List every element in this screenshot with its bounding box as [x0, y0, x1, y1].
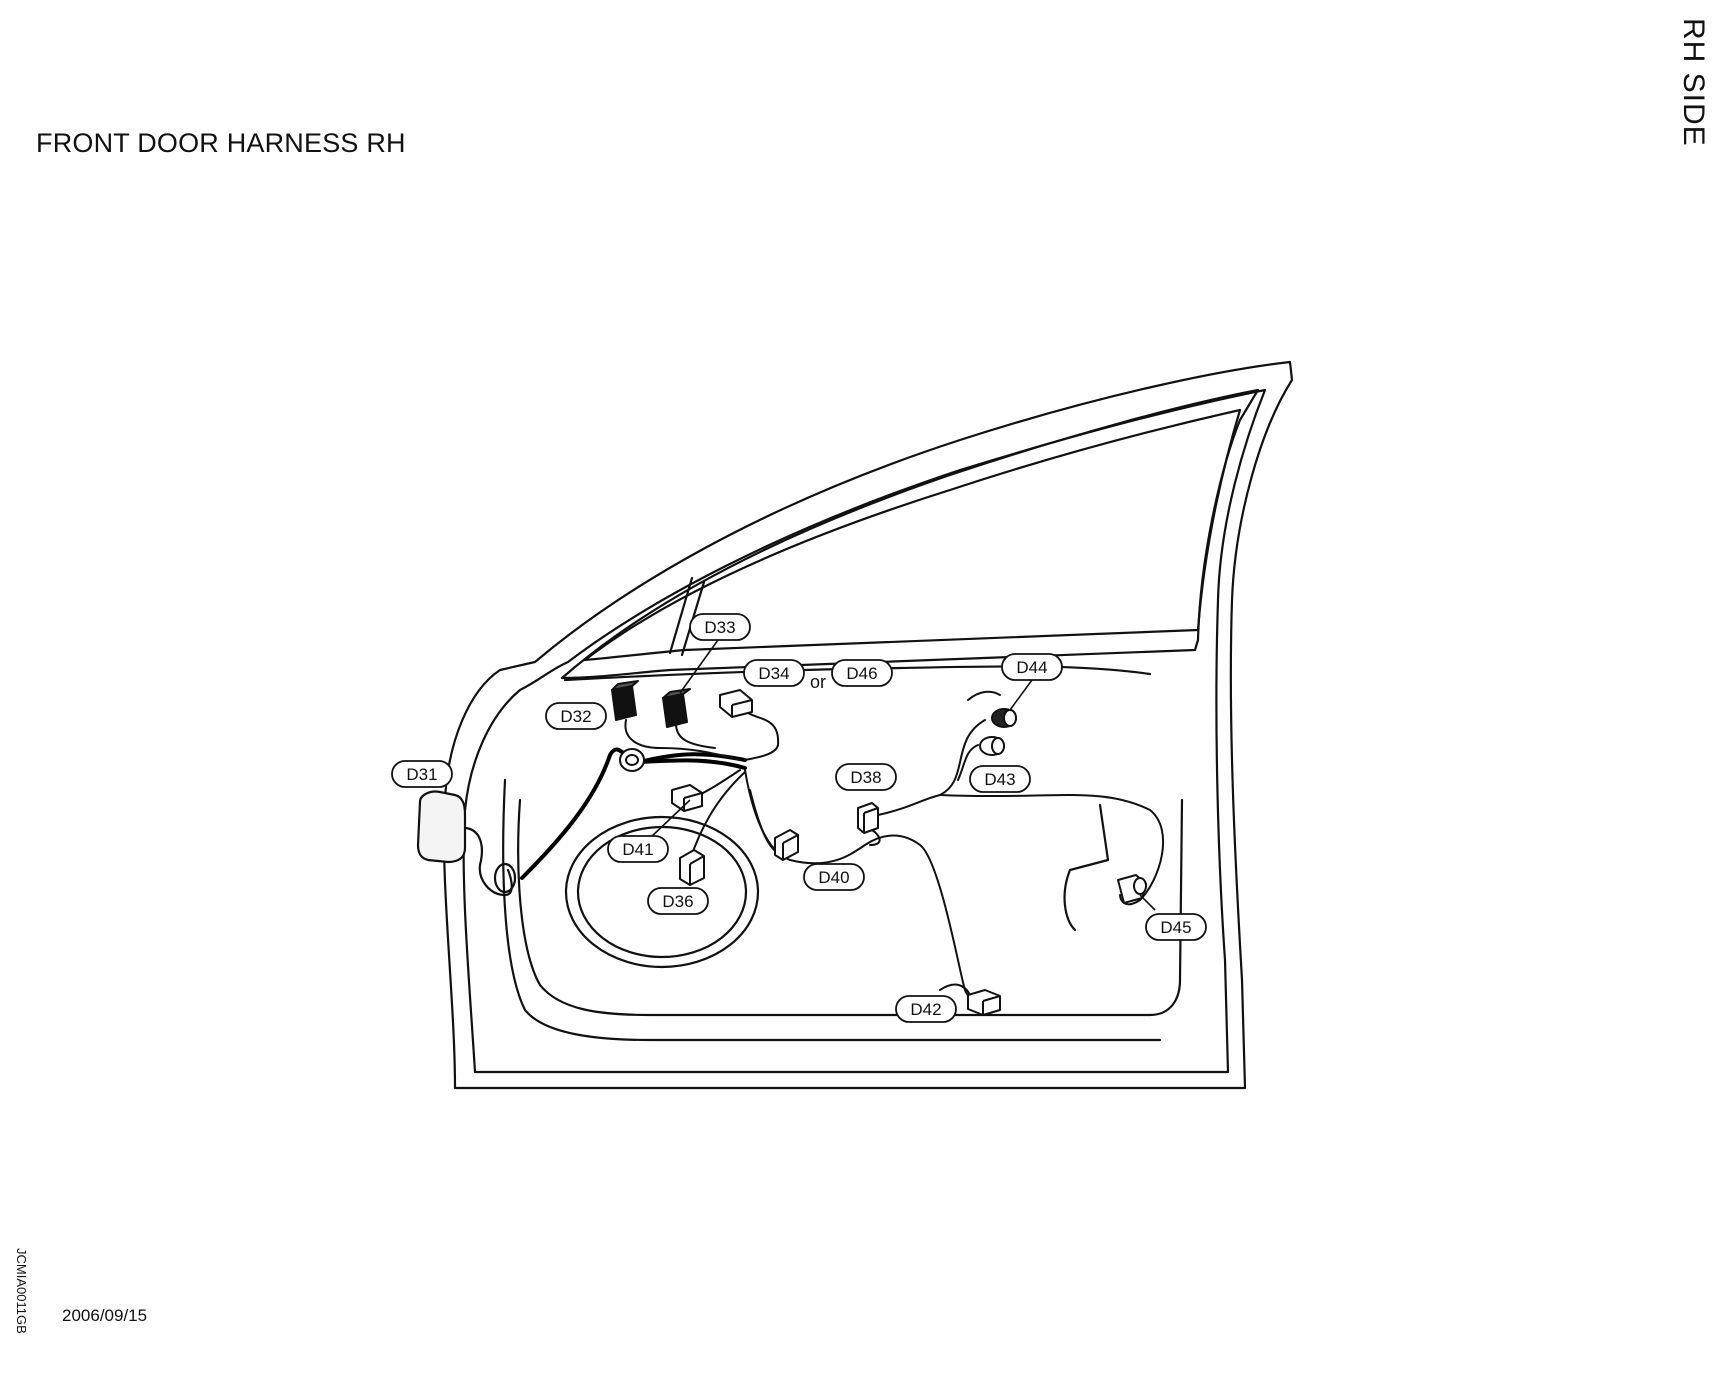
- callout-d31: D31: [406, 765, 437, 784]
- callout-d31-box: [391, 760, 453, 788]
- harness-main-trunk: [520, 747, 747, 880]
- callout-d41-box: [607, 835, 669, 863]
- drawing-code: JCMIA0011GB: [14, 1248, 29, 1334]
- wire-harness-right: [877, 719, 986, 816]
- d33-connector: [662, 693, 688, 728]
- window-frame-inner: [583, 408, 1242, 662]
- leader-d45: [1139, 894, 1156, 911]
- wire-to-d43: [957, 744, 979, 781]
- leader-d44: [1009, 679, 1033, 711]
- callout-d34: D34: [758, 664, 789, 683]
- or-label: or: [810, 672, 826, 692]
- d32-connector: [611, 685, 637, 721]
- callout-d36-box: [647, 887, 709, 915]
- page-title: FRONT DOOR HARNESS RH: [36, 128, 406, 158]
- callout-d38-box: [835, 763, 897, 791]
- callout-d40: D40: [818, 868, 849, 887]
- wire-to-d44: [967, 690, 1001, 701]
- wire-to-d34: [744, 712, 780, 761]
- leader-d33: [679, 639, 719, 694]
- callout-d32: D32: [560, 707, 591, 726]
- callout-d34-box: [743, 659, 805, 687]
- d31-connector-body: [416, 790, 467, 864]
- callout-d33-box: [689, 613, 751, 641]
- wire-to-d32: [624, 719, 741, 761]
- callout-d38: D38: [850, 768, 881, 787]
- wire-to-d42: [939, 983, 971, 996]
- callout-d45: D45: [1160, 918, 1191, 937]
- window-frame-outer: [560, 388, 1260, 680]
- d36-connector: [679, 849, 705, 886]
- side-label: RH SIDE: [1677, 18, 1710, 147]
- wire-to-d33: [674, 721, 716, 749]
- callout-d43: D43: [984, 770, 1015, 789]
- callout-d42: D42: [910, 1000, 941, 1019]
- callout-d44: D44: [1016, 658, 1047, 677]
- date-label: 2006/09/15: [62, 1306, 148, 1325]
- inner-bracket: [1063, 803, 1110, 932]
- callout-d45-box: [1145, 913, 1207, 941]
- leader-d41: [649, 799, 691, 839]
- callout-d40-box: [803, 863, 865, 891]
- callout-d32-box: [545, 702, 607, 730]
- wire-right-loop: [939, 794, 1165, 906]
- callout-d41: D41: [622, 840, 653, 859]
- d31-grommet: [464, 826, 513, 897]
- inner-panel-edge: [502, 778, 1162, 1042]
- d38-connector: [857, 802, 879, 834]
- callout-d43-box: [969, 765, 1031, 793]
- d40-connector: [774, 829, 799, 861]
- callout-d46-box: [831, 659, 893, 687]
- d31-grommet-ring: [493, 862, 517, 894]
- inner-panel-recess: [517, 798, 1184, 1017]
- wire-to-d38: [869, 829, 881, 846]
- speaker-outer-ring: [564, 815, 760, 969]
- callout-d44-box: [1001, 653, 1063, 681]
- callout-d46: D46: [846, 664, 877, 683]
- door-inner-outline: [462, 388, 1267, 1074]
- callout-d33: D33: [704, 618, 735, 637]
- callout-d36: D36: [662, 892, 693, 911]
- callout-d42-box: [895, 995, 957, 1023]
